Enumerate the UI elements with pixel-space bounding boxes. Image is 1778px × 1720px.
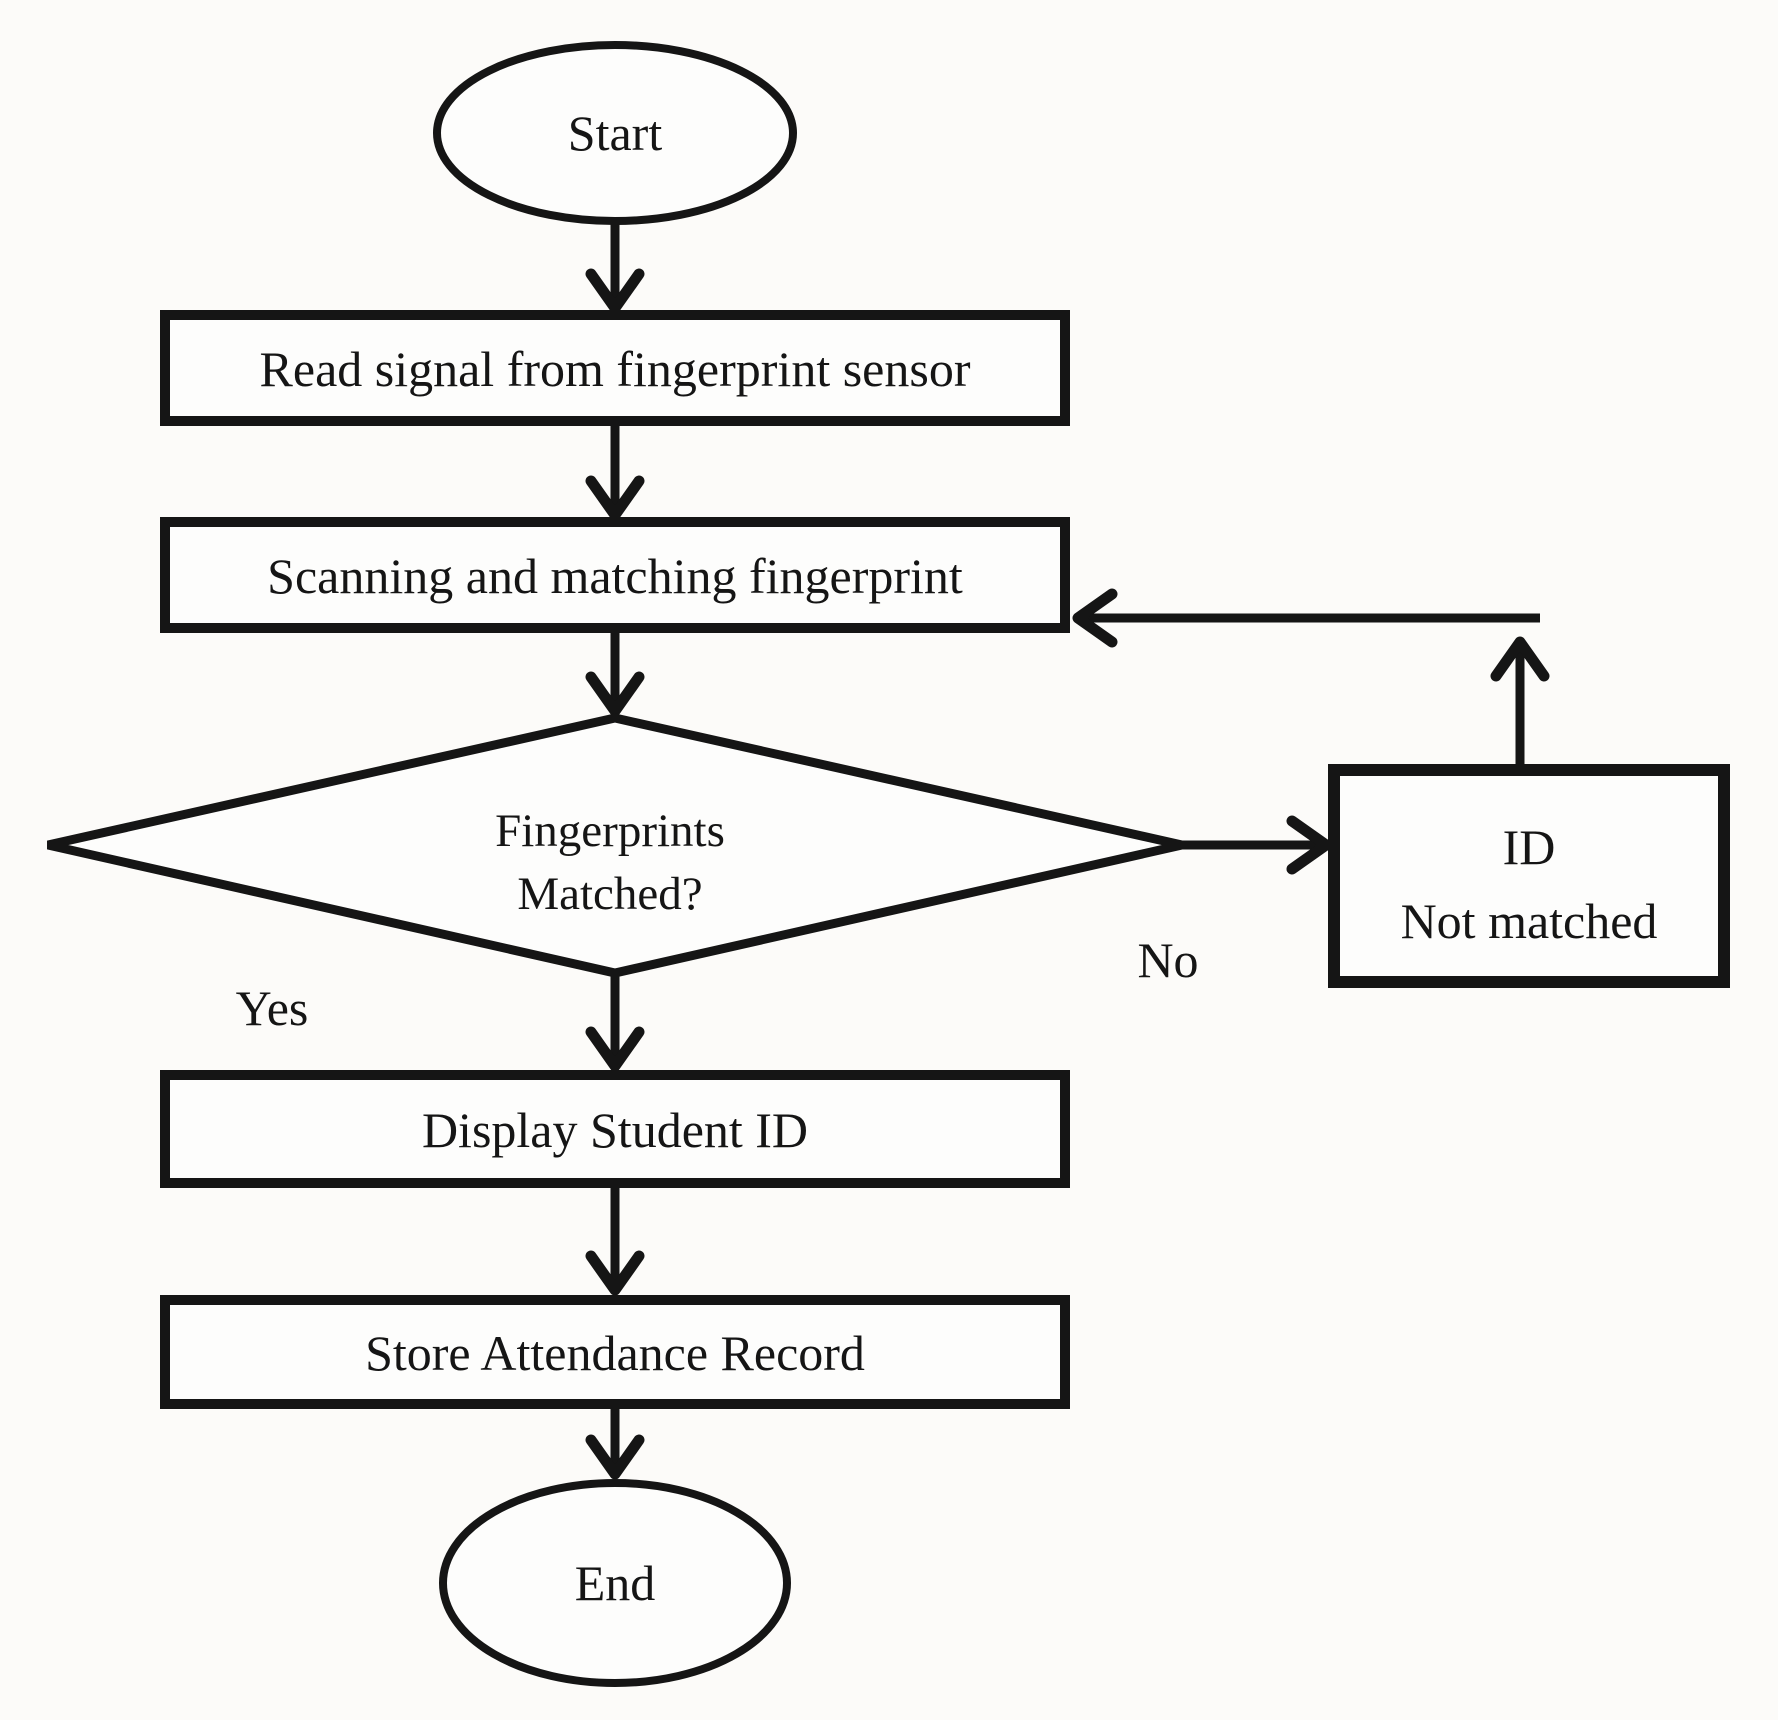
read-signal-label: Read signal from fingerprint sensor (260, 341, 971, 397)
display-id-label: Display Student ID (422, 1102, 808, 1158)
no-branch-label: No (1137, 932, 1198, 988)
end-ellipse (439, 1479, 791, 1687)
store-record-box (160, 1295, 1070, 1409)
scan-match-label: Scanning and matching fingerprint (267, 548, 963, 604)
decision-label-line2: Matched? (517, 868, 702, 920)
id-not-matched-box (1328, 764, 1730, 988)
read-signal-box (160, 310, 1070, 426)
store-record-label: Store Attendance Record (365, 1325, 865, 1381)
decision-label-line1: Fingerprints (495, 805, 725, 857)
id-not-matched-label-line1: ID (1503, 819, 1556, 875)
id-not-matched-label-line2: Not matched (1401, 893, 1658, 949)
start-label: Start (568, 105, 663, 161)
scan-match-box (160, 517, 1070, 633)
yes-branch-label: Yes (236, 980, 309, 1036)
end-label: End (575, 1555, 656, 1611)
